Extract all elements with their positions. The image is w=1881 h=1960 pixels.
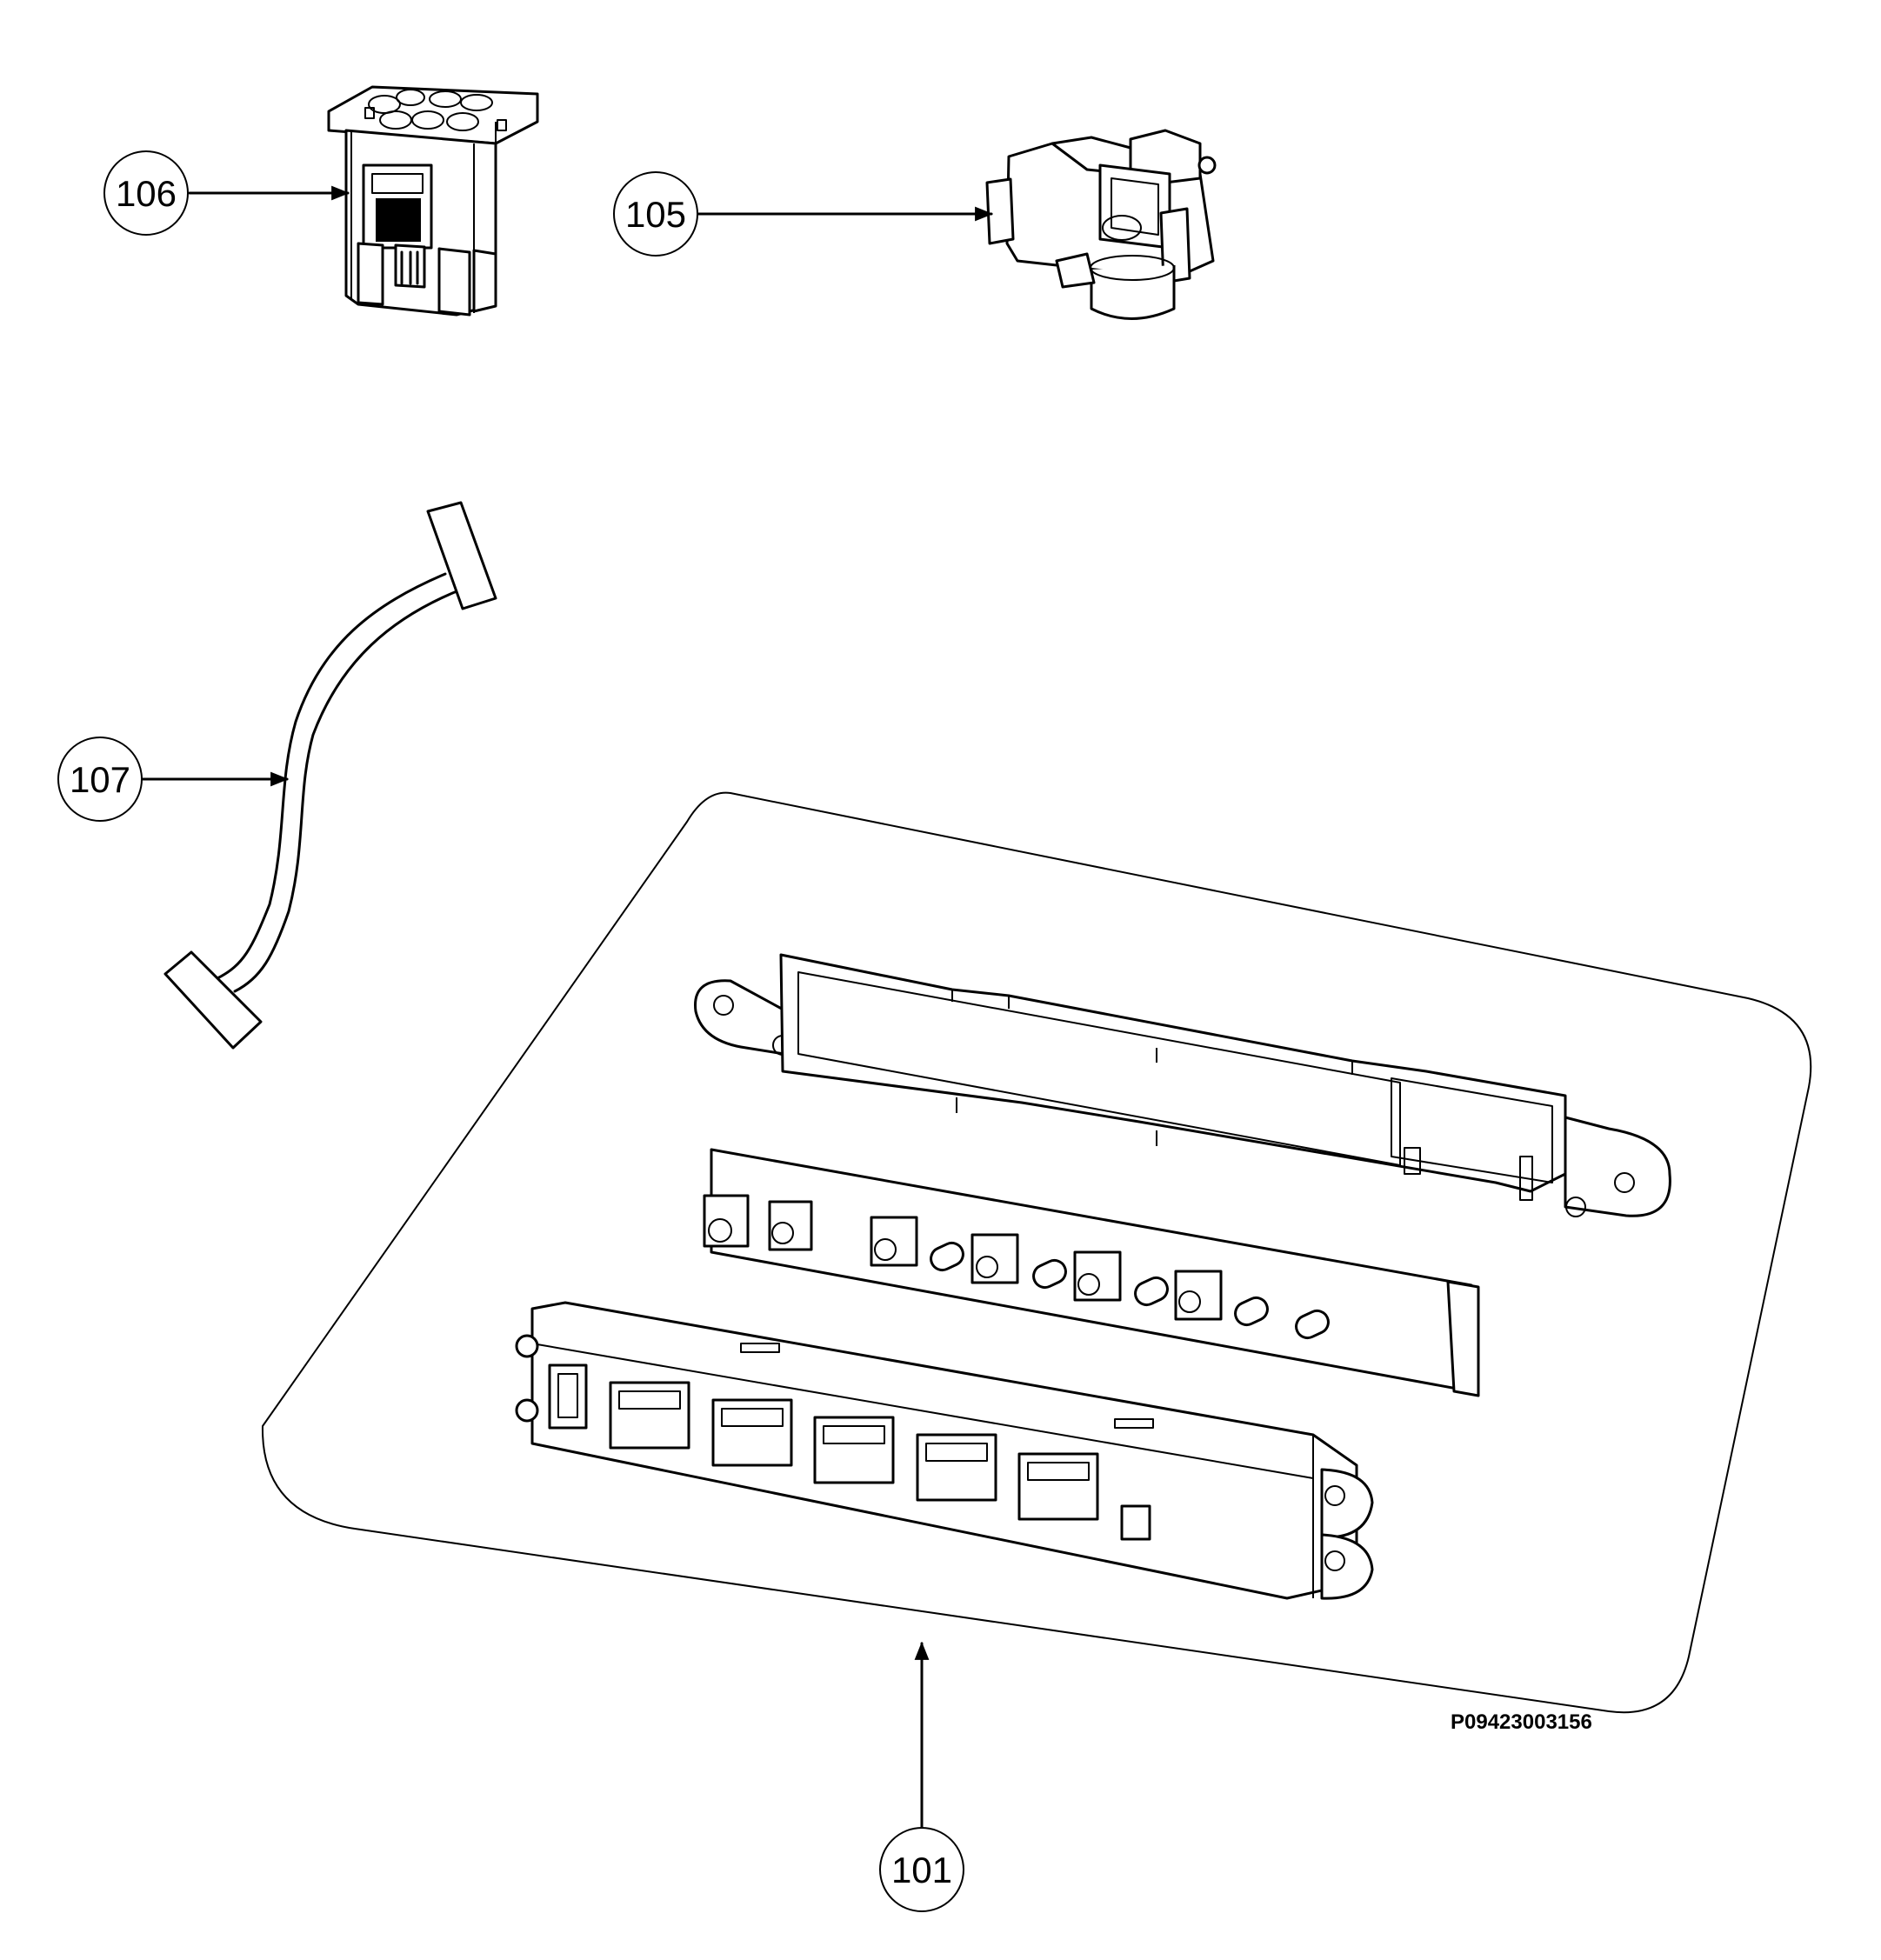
callout-107[interactable]: 107 [57, 737, 290, 822]
callout-101[interactable]: 101 [879, 1641, 964, 1912]
part-106-connector [327, 85, 539, 317]
callout-106[interactable]: 106 [103, 150, 350, 236]
panel-pcb [703, 1148, 1480, 1397]
callout-105-label: 105 [625, 194, 686, 235]
part-101-control-panel-assembly [261, 791, 1812, 1714]
panel-frame [694, 953, 1671, 1217]
part-107-cable [163, 501, 497, 1050]
panel-fascia [515, 1301, 1374, 1600]
callout-106-label: 106 [116, 173, 177, 214]
callout-101-label: 101 [891, 1850, 952, 1890]
callout-107-label: 107 [70, 759, 130, 800]
part-105-switch-housing [985, 129, 1217, 320]
drawing-code: P09423003156 [1451, 1710, 1592, 1734]
callout-105[interactable]: 105 [613, 171, 994, 257]
